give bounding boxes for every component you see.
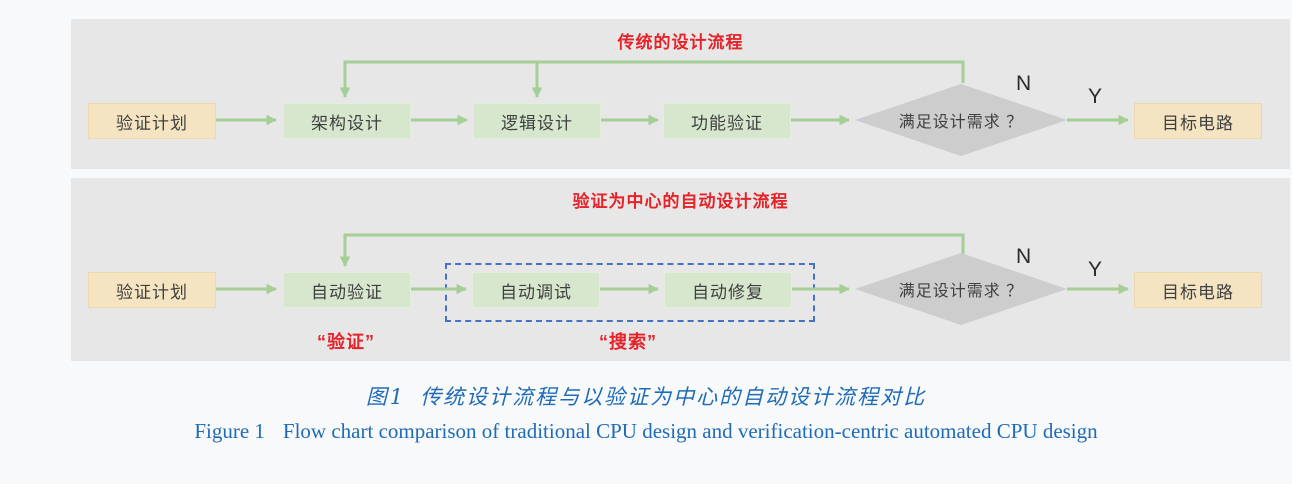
branch-no-label: N: [1016, 245, 1032, 268]
node-target-circuit: 目标电路: [1134, 272, 1262, 308]
node-verification-plan: 验证计划: [88, 272, 216, 308]
decision-diamond: [855, 84, 1067, 156]
decision-diamond: [855, 253, 1067, 325]
decision-label: 满足设计需求 ？: [898, 283, 1024, 300]
figure-caption-zh: 图1 传统设计流程与以验证为中心的自动设计流程对比: [0, 381, 1292, 411]
panel-automated-title: 验证为中心的自动设计流程: [572, 192, 789, 211]
node-auto-repair: 自动修复: [664, 272, 792, 308]
panel-traditional-flow: 传统的设计流程 验证计划 架构设计 逻辑设计 功能验证 满足设计需求 ？ 目标电…: [71, 19, 1290, 169]
node-verification-plan: 验证计划: [88, 103, 216, 139]
panel-traditional-title: 传统的设计流程: [617, 33, 744, 52]
figure-number-zh: 图1: [365, 385, 407, 409]
branch-yes-label: Y: [1088, 258, 1103, 281]
node-target-circuit: 目标电路: [1134, 103, 1262, 139]
figure-number-en: Figure 1: [194, 419, 265, 443]
search-annotation: “搜索”: [599, 332, 657, 352]
node-architecture-design: 架构设计: [283, 103, 411, 139]
branch-no-label: N: [1016, 72, 1032, 95]
node-auto-debug: 自动调试: [472, 272, 600, 308]
decision-label: 满足设计需求 ？: [898, 114, 1024, 131]
figure-caption-en: Figure 1 Flow chart comparison of traditi…: [0, 419, 1292, 444]
branch-yes-label: Y: [1088, 85, 1103, 108]
verify-annotation: “验证”: [317, 332, 375, 352]
panel-traditional-connectors: [215, 60, 1130, 156]
node-functional-verification: 功能验证: [663, 103, 791, 139]
search-scope-dashed-box: [445, 263, 815, 322]
figure-caption-zh-text: 传统设计流程与以验证为中心的自动设计流程对比: [420, 385, 927, 409]
node-logic-design: 逻辑设计: [473, 103, 601, 139]
feedback-line: [339, 60, 965, 99]
feedback-line: [339, 233, 965, 268]
panel-automated-flow: 验证为中心的自动设计流程 验证计划 自动验证 自动调试 自动修复 满足设计需求 …: [71, 178, 1290, 361]
panel-automated-connectors: [215, 233, 1130, 325]
node-auto-verification: 自动验证: [283, 272, 411, 308]
figure-caption-en-text: Flow chart comparison of traditional CPU…: [282, 419, 1098, 443]
